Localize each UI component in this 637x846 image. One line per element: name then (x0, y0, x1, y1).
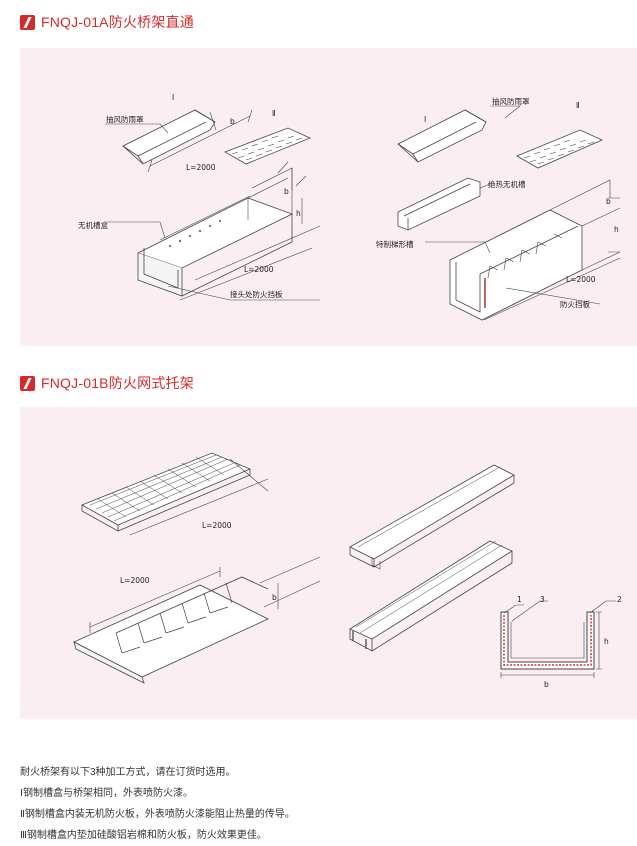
note-line: Ⅱ钢制槽盒内装无机防火板，外表喷防火漆能阻止热量的传导。 (20, 809, 295, 820)
section-b-panel: L=2000 L=2000 b 1 3 2 h b (20, 407, 637, 719)
label-h-mid-left: h (296, 209, 301, 218)
section-a-heading: FNQJ-01A防火桥架直通 (20, 12, 194, 32)
label-b-ladder: b (272, 593, 277, 602)
label-cover-left: 抽风防雨罩 (106, 114, 144, 124)
label-cs-2: 2 (617, 595, 622, 604)
red-marker-icon (20, 375, 35, 391)
label-cs-1: 1 (517, 595, 522, 604)
label-cs-h: h (604, 637, 609, 646)
label-len-mid-right: L=2000 (566, 275, 596, 284)
label-len-top-mesh: L=2000 (202, 521, 232, 530)
label-insul-right: 绝热无机槽 (488, 179, 526, 189)
label-cs-3: 3 (540, 595, 545, 604)
label-b-mid-left: b (284, 187, 289, 196)
section-a-panel: 抽风防雨罩 Ⅰ Ⅱ b L=2000 无机槽盒 b h L=2000 接头处防火… (20, 48, 637, 346)
label-cs-b: b (544, 680, 549, 689)
label-cover-right: 抽风防雨罩 (492, 96, 530, 106)
label-joint-left: 接头处防火挡板 (230, 289, 283, 299)
section-b-drawings: L=2000 L=2000 b 1 3 2 h b (73, 452, 622, 689)
note-line: Ⅰ钢制槽盒与桥架相同，外表喷防火漆。 (20, 788, 193, 799)
label-len-mid-left: L=2000 (244, 265, 274, 274)
label-b-mid-right: b (606, 197, 611, 206)
note-line: Ⅲ钢制槽盒内垫加硅酸铝岩棉和防火板，防火效果更佳。 (20, 830, 267, 841)
label-roman1-left: Ⅰ (172, 93, 174, 102)
label-b-top-left: b (230, 117, 235, 126)
label-len-top-left: L=2000 (186, 163, 216, 172)
label-ladder-right: 特制梯形槽 (376, 239, 414, 249)
section-b-title: FNQJ-01B防火网式托架 (41, 375, 194, 391)
section-a-title: FNQJ-01A防火桥架直通 (41, 14, 194, 30)
section-a-drawings: 抽风防雨罩 Ⅰ Ⅱ b L=2000 无机槽盒 b h L=2000 接头处防火… (78, 93, 621, 321)
red-marker-icon (20, 14, 35, 30)
label-roman2-right: Ⅱ (576, 101, 580, 110)
label-roman1-right: Ⅰ (424, 115, 426, 124)
section-b-heading: FNQJ-01B防火网式托架 (20, 373, 194, 393)
label-roman2-left: Ⅱ (272, 109, 276, 118)
label-box-left: 无机槽盒 (78, 220, 108, 230)
label-len-ladder: L=2000 (120, 576, 150, 585)
label-plate-right: 防火挡板 (560, 299, 590, 309)
label-h-mid-right: h (614, 225, 619, 234)
note-line: 耐火桥架有以下3种加工方式，请在订货时选用。 (20, 767, 236, 778)
notes-block: 耐火桥架有以下3种加工方式，请在订货时选用。 Ⅰ钢制槽盒与桥架相同，外表喷防火漆… (20, 762, 295, 846)
